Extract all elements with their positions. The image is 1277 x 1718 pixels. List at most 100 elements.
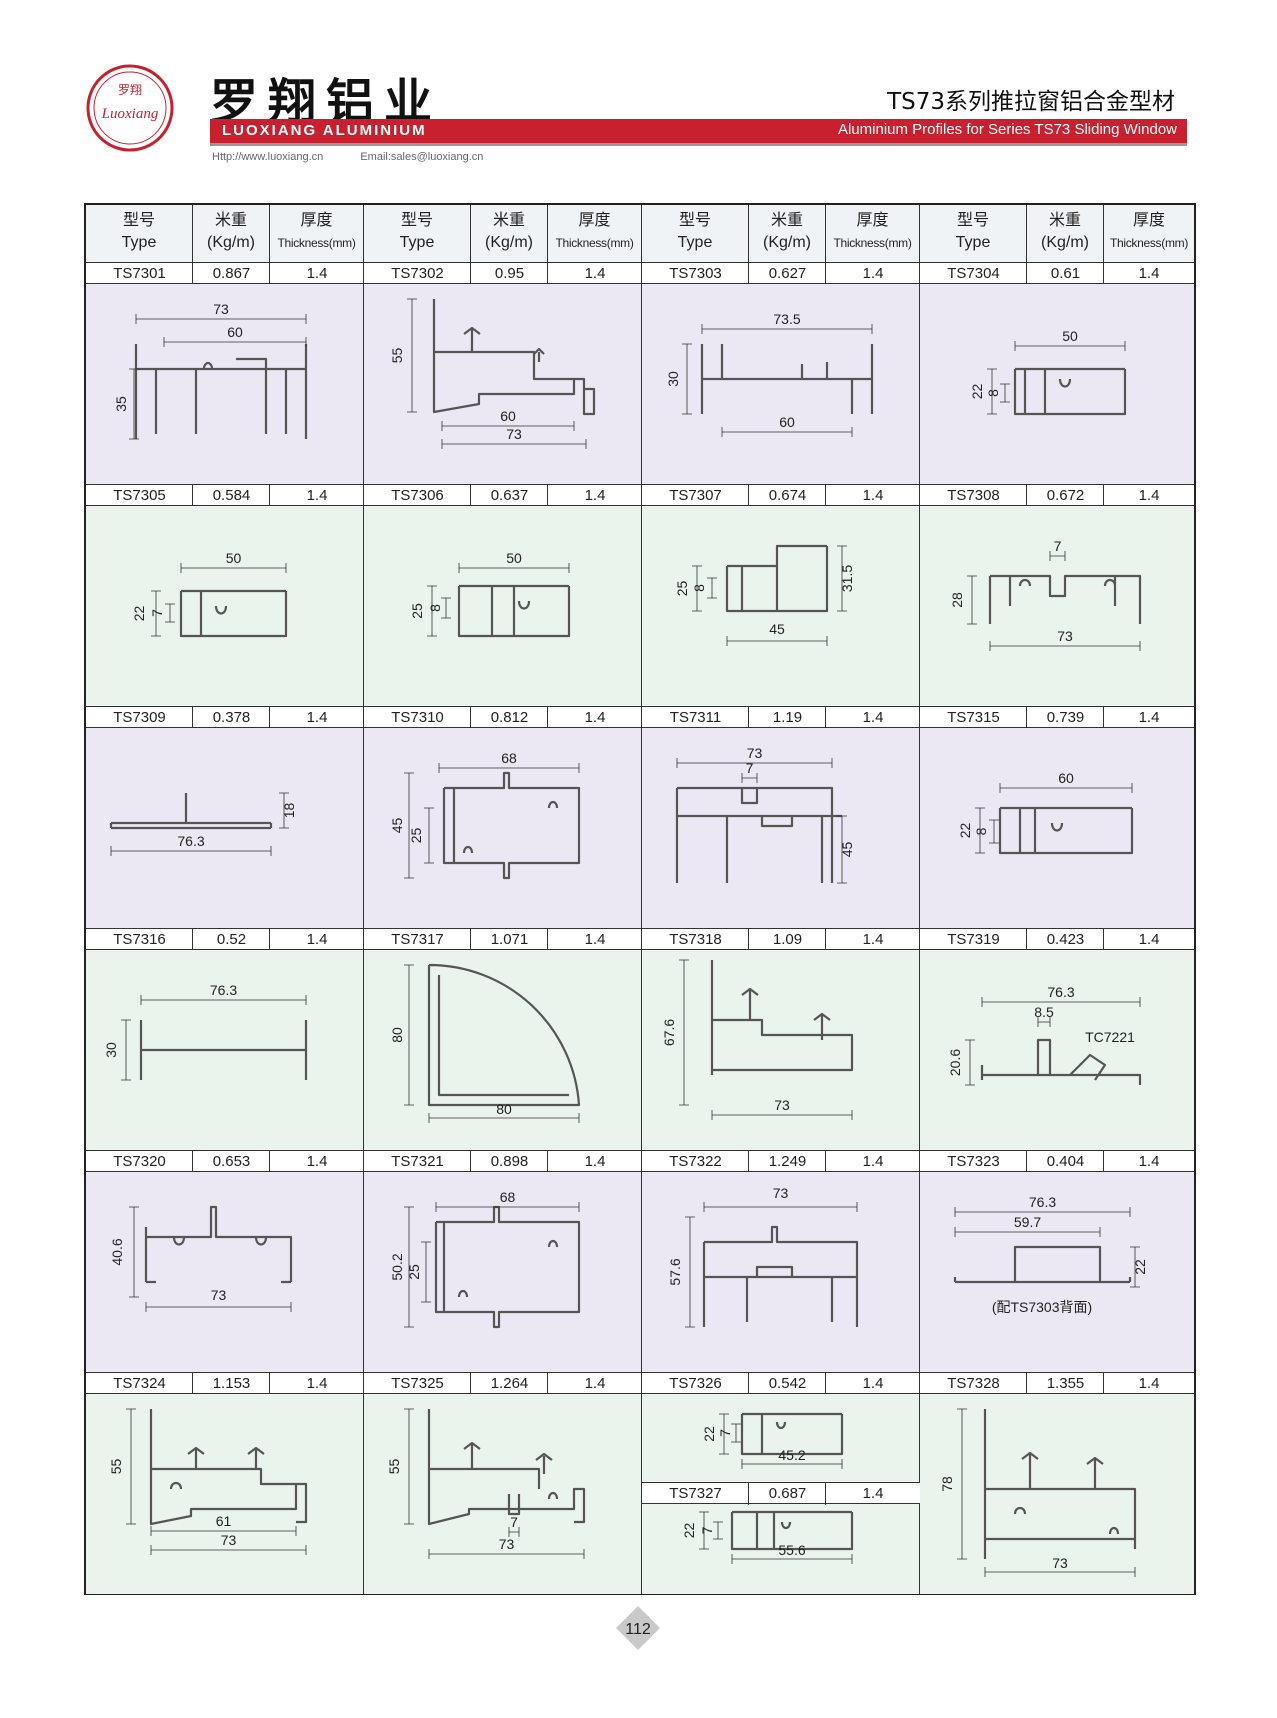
dimension-label: 73.5 xyxy=(773,311,800,327)
dimension-label: 30 xyxy=(103,1042,119,1058)
profile-thickness: 1.4 xyxy=(1138,265,1160,282)
profile-weight: 0.378 xyxy=(212,709,251,726)
dimension-line xyxy=(713,1521,723,1540)
dimension-label: 7 xyxy=(510,1514,518,1530)
dimension-line xyxy=(999,783,1133,793)
profile-outline xyxy=(741,987,831,1040)
dimension-label: 45 xyxy=(389,818,405,834)
dimension-label: 50 xyxy=(1062,328,1078,344)
profile-outline xyxy=(1013,1451,1120,1535)
website-link[interactable]: Http://www.luoxiang.cn xyxy=(212,151,324,163)
dimension-line xyxy=(679,959,689,1106)
dimension-label: 25 xyxy=(674,581,690,597)
profile-type: TS7315 xyxy=(947,709,1000,726)
email-link[interactable]: Email:sales@luoxiang.cn xyxy=(360,151,484,163)
dimension-line xyxy=(145,1302,292,1312)
dimension-line xyxy=(421,1241,431,1303)
dimension-line xyxy=(975,807,985,854)
cell-divider xyxy=(192,1373,193,1395)
cell-divider xyxy=(269,929,270,951)
dimension-label: 67.6 xyxy=(661,1019,677,1046)
cell-divider xyxy=(363,1373,364,1395)
cell-divider xyxy=(470,1373,471,1395)
profile-weight: 0.627 xyxy=(768,265,807,282)
cell-divider xyxy=(470,707,471,729)
profile-outline xyxy=(953,1245,1132,1284)
profile-type: TS7304 xyxy=(947,265,1000,282)
cell-divider xyxy=(748,1151,749,1173)
profile-type: TS7301 xyxy=(113,265,166,282)
profile-type: TS7319 xyxy=(947,931,1000,948)
profile-thickness: 1.4 xyxy=(1138,709,1160,726)
profile-weight: 0.672 xyxy=(1046,487,1085,504)
dimension-line xyxy=(981,997,1141,1007)
dimension-label: 78 xyxy=(939,1476,955,1492)
dimension-line xyxy=(407,298,417,413)
profile-thickness: 1.4 xyxy=(584,931,606,948)
dimension-label: 60 xyxy=(500,408,516,424)
dimension-label: 22 xyxy=(957,823,973,839)
cell-divider xyxy=(641,263,642,285)
cell-divider xyxy=(1103,929,1104,951)
profile-weight: 1.355 xyxy=(1046,1375,1085,1392)
cell-divider xyxy=(1026,485,1027,507)
cell-divider xyxy=(547,929,548,951)
profile-outline xyxy=(988,574,1142,624)
profile-type: TS7308 xyxy=(947,487,1000,504)
profile-outline xyxy=(702,1225,859,1327)
profile-outline xyxy=(700,344,874,414)
profile-outline xyxy=(139,1020,308,1080)
dimension-label: 50 xyxy=(226,550,242,566)
dimension-label: 50 xyxy=(506,550,522,566)
dimension-label: 8 xyxy=(427,604,443,612)
dimension-label: 76.3 xyxy=(1029,1194,1056,1210)
profile-outline xyxy=(998,806,1134,855)
dimension-label: 76.3 xyxy=(210,982,237,998)
dimension-label: 7 xyxy=(699,1526,715,1534)
cell-divider xyxy=(825,263,826,285)
profile-outline xyxy=(1013,367,1127,416)
profile-type: TS7316 xyxy=(113,931,166,948)
profile-weight: 1.249 xyxy=(768,1153,807,1170)
profile-outline xyxy=(730,1510,854,1551)
profile-thickness: 1.4 xyxy=(306,1153,328,1170)
dimension-label: 57.6 xyxy=(667,1258,683,1285)
profile-thickness: 1.4 xyxy=(862,1375,884,1392)
dimension-line xyxy=(682,343,692,415)
dimension-line xyxy=(458,563,570,573)
dimension-label: 60 xyxy=(1058,770,1074,786)
dimension-line xyxy=(954,1227,1101,1237)
profile-outline xyxy=(457,584,571,638)
dimension-line xyxy=(965,1039,975,1086)
dimension-line xyxy=(731,1423,741,1443)
profile-outline xyxy=(149,1409,308,1526)
profile-outline xyxy=(463,326,545,362)
profile-thickness: 1.4 xyxy=(584,1153,606,1170)
profile-thickness: 1.4 xyxy=(1138,487,1160,504)
profile-outline xyxy=(109,793,273,830)
profile-outline xyxy=(427,1409,586,1526)
dimension-label: 45 xyxy=(839,842,855,858)
dimension-line xyxy=(441,439,587,449)
dimension-label: 31.5 xyxy=(839,565,855,592)
profile-outline xyxy=(725,544,829,613)
profile-thickness: 1.4 xyxy=(584,265,606,282)
dimension-line xyxy=(989,641,1141,651)
profile-weight: 1.071 xyxy=(490,931,529,948)
dimension-line xyxy=(121,1019,131,1081)
